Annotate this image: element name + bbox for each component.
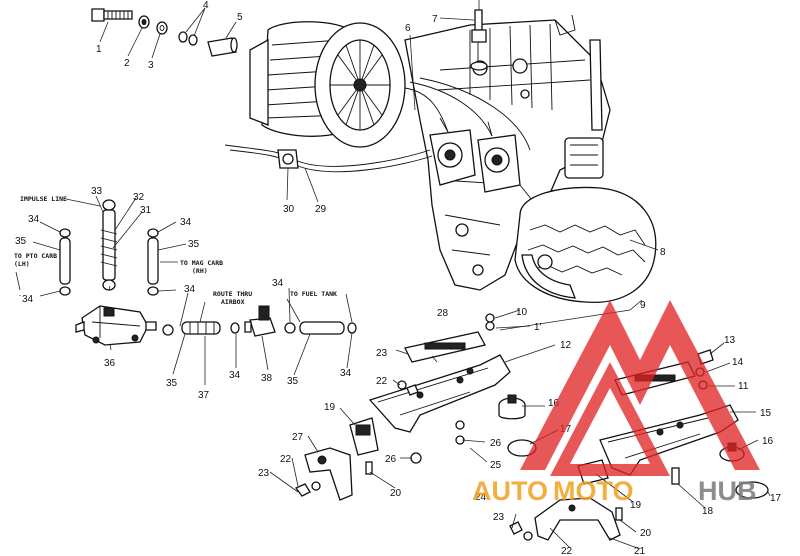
callout-12: 12 <box>560 340 572 351</box>
note-route-thru-airbox: AIRBOX <box>221 298 245 306</box>
callout-21: 21 <box>634 546 646 556</box>
ignition-coil <box>554 14 604 179</box>
leader-lines <box>15 7 771 550</box>
callout-23-left: 23 <box>258 468 270 479</box>
callout-34-a: 34 <box>28 214 40 225</box>
note-to-pto-carb-side: (LH) <box>14 260 30 268</box>
drive-clutch <box>249 21 406 148</box>
callout-numbers: 1 2 3 4 5 6 7 8 9 10 1' 12 13 14 11 15 1… <box>15 0 782 556</box>
callout-34-f: 34 <box>229 370 241 381</box>
callout-20-left: 20 <box>390 488 402 499</box>
callout-37: 37 <box>198 390 210 401</box>
note-to-pto-carb: TO PTO CARB <box>14 252 57 260</box>
clutch-hardware <box>91 8 238 57</box>
callout-13: 13 <box>724 335 736 346</box>
callout-38: 38 <box>261 373 273 384</box>
watermark-text-auto: AUTO <box>472 476 548 506</box>
callout-34-g: 34 <box>340 368 352 379</box>
callout-35-b: 35 <box>188 239 200 250</box>
callout-23-bottom: 23 <box>493 512 505 523</box>
callout-5: 5 <box>237 12 243 23</box>
callout-26-left: 26 <box>385 454 397 465</box>
callout-22-left: 22 <box>280 454 292 465</box>
choke-cable <box>224 144 433 173</box>
callout-29: 29 <box>315 204 327 215</box>
callout-32: 32 <box>133 192 145 203</box>
note-to-mag-carb-side: (RH) <box>192 267 208 275</box>
spark-plug <box>470 0 488 71</box>
callout-34-c: 34 <box>22 294 34 305</box>
callout-22-mid: 22 <box>376 376 388 387</box>
callout-28: 28 <box>437 308 449 319</box>
watermark-text-hub: HUB <box>698 476 757 506</box>
callout-20-right: 20 <box>640 528 652 539</box>
callout-15: 15 <box>760 408 772 419</box>
callout-22-bottom: 22 <box>561 546 573 556</box>
callout-34-b: 34 <box>180 217 192 228</box>
callout-16-left: 16 <box>548 398 560 409</box>
callout-9: 9 <box>640 300 646 311</box>
callout-3: 3 <box>148 60 154 71</box>
carburetors <box>404 77 531 193</box>
callout-14: 14 <box>732 357 744 368</box>
callout-35-a: 35 <box>15 236 27 247</box>
engine-mounts <box>294 313 769 541</box>
note-to-mag-carb: TO MAG CARB <box>180 259 223 267</box>
callout-6: 6 <box>405 23 411 34</box>
callout-17-right: 17 <box>770 493 782 504</box>
fuel-pump-assembly <box>59 199 174 346</box>
watermark-logo: AUTO MOTO HUB <box>472 300 760 506</box>
watermark-text-moto: MOTO <box>553 476 634 506</box>
diagram-notes: IMPULSE LINE TO PTO CARB (LH) TO MAG CAR… <box>14 195 353 323</box>
fuel-line-filter <box>181 305 357 337</box>
callout-1: 1 <box>96 44 102 55</box>
callout-35-c: 35 <box>166 378 178 389</box>
callout-4: 4 <box>203 0 209 11</box>
callout-2: 2 <box>124 58 130 69</box>
callout-19-right: 19 <box>630 500 642 511</box>
note-route-thru: ROUTE THRU <box>213 290 252 298</box>
callout-7: 7 <box>432 14 438 25</box>
callout-36: 36 <box>104 358 116 369</box>
callout-27: 27 <box>292 432 304 443</box>
callout-1-prime: 1' <box>534 322 542 333</box>
callout-10: 10 <box>516 307 528 318</box>
callout-16-right: 16 <box>762 436 774 447</box>
callout-35-d: 35 <box>287 376 299 387</box>
callout-19-left: 19 <box>324 402 336 413</box>
callout-18: 18 <box>702 506 714 517</box>
note-to-fuel-tank: TO FUEL TANK <box>290 290 337 298</box>
callout-34-e: 34 <box>272 278 284 289</box>
callout-30: 30 <box>283 204 295 215</box>
callout-34-d: 34 <box>184 284 196 295</box>
callout-25: 25 <box>490 460 502 471</box>
callout-11: 11 <box>738 381 749 392</box>
callout-24: 24 <box>475 492 487 503</box>
callout-31: 31 <box>140 205 152 216</box>
callout-26-right: 26 <box>490 438 502 449</box>
fan-housing <box>514 186 657 304</box>
note-impulse-line: IMPULSE LINE <box>20 195 67 203</box>
callout-8: 8 <box>660 247 666 258</box>
callout-33: 33 <box>91 186 103 197</box>
callout-23-mid: 23 <box>376 348 388 359</box>
